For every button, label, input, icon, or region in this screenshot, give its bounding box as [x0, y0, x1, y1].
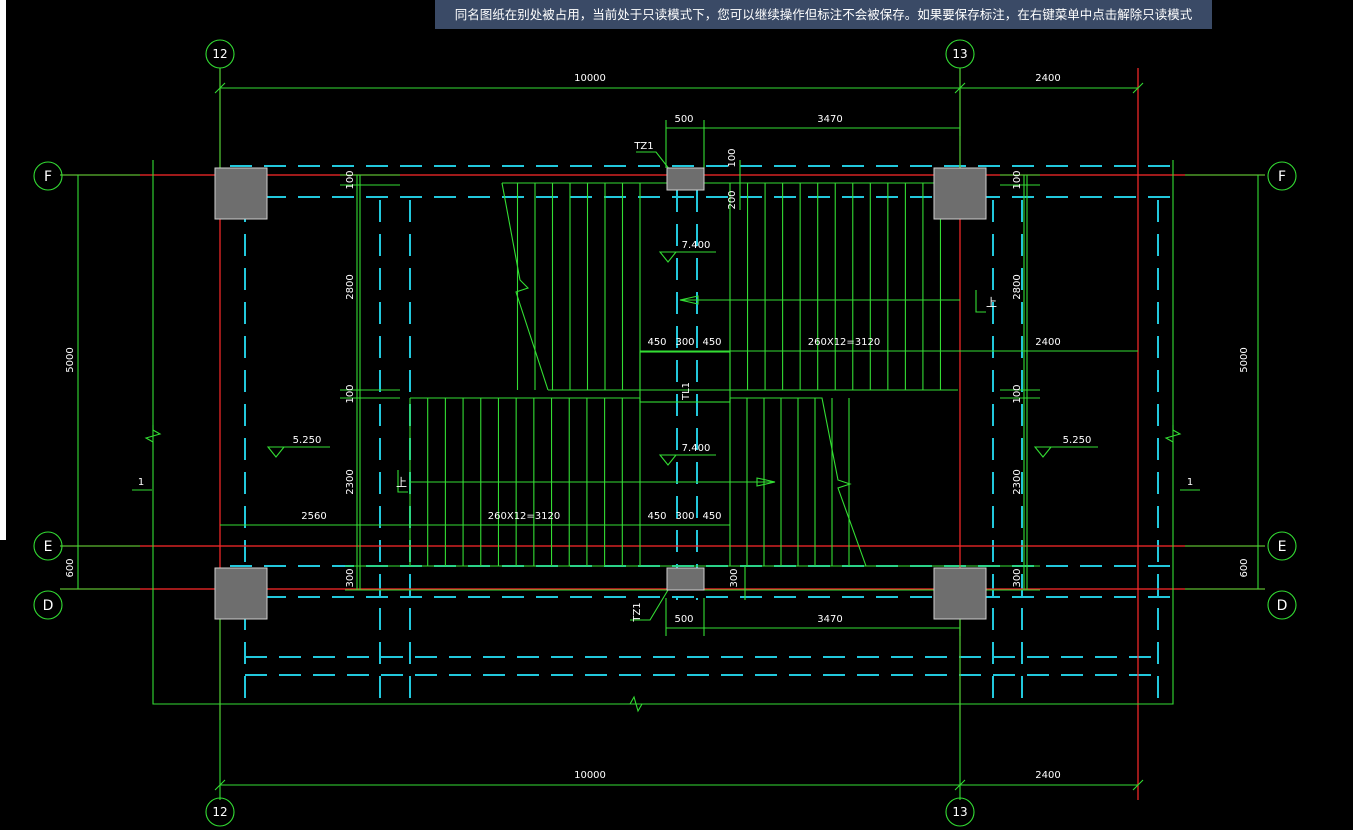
dim-bot-2400: 2400	[1035, 770, 1060, 781]
dim-left-100a: 100	[345, 170, 356, 189]
column-f13[interactable]	[933, 167, 987, 220]
label-up-right: 上	[986, 296, 997, 309]
axis-label-12-bottom: 12	[212, 805, 227, 819]
dim-left-600: 600	[65, 558, 76, 577]
label-section-right: 1	[1187, 477, 1193, 488]
label-tz1-top: TZ1	[633, 141, 653, 152]
dim-mid-200: 200	[727, 190, 738, 209]
dim-top-500: 500	[674, 114, 693, 125]
dim-left-100b: 100	[345, 384, 356, 403]
dim-lower-2560: 2560	[301, 511, 326, 522]
dim-mid-300: 300	[729, 568, 740, 587]
dim-bot-10000: 10000	[574, 770, 606, 781]
axis-label-e-left: E	[44, 539, 53, 555]
dim-right-300: 300	[1012, 568, 1023, 587]
dim-top-2400: 2400	[1035, 73, 1060, 84]
dim-right-100a: 100	[1012, 170, 1023, 189]
label-elev-lower: 7.400	[682, 443, 711, 454]
axis-label-f-left: F	[44, 169, 52, 185]
dim-right-600: 600	[1239, 558, 1250, 577]
axis-label-e-right: E	[1278, 539, 1287, 555]
upper-flight-treads	[516, 183, 942, 390]
readonly-banner[interactable]: 同名图纸在别处被占用，当前处于只读模式下，您可以继续操作但标注不会被保存。如果要…	[435, 0, 1212, 29]
dim-left-300: 300	[345, 568, 356, 587]
axis-label-12-top: 12	[212, 47, 227, 61]
axis-label-13-top: 13	[952, 47, 967, 61]
dim-top-3470: 3470	[817, 114, 842, 125]
label-up-left: 上	[396, 476, 407, 489]
dim-bot-3470: 3470	[817, 614, 842, 625]
label-tz1-bottom: TZ1	[632, 602, 643, 622]
axis-label-13-bottom: 13	[952, 805, 967, 819]
dim-upper-2400: 2400	[1035, 337, 1060, 348]
dim-upper-flight: 260X12=3120	[808, 337, 881, 348]
axis-label-f-right: F	[1278, 169, 1286, 185]
label-section-left: 1	[138, 477, 144, 488]
dim-lower-450b: 450	[702, 511, 721, 522]
label-elev-right: 5.250	[1063, 435, 1092, 446]
column-d13[interactable]	[933, 567, 987, 620]
label-elev-left: 5.250	[293, 435, 322, 446]
column-f12[interactable]	[214, 167, 268, 220]
column-tz1-top[interactable]	[666, 167, 705, 191]
dim-right-2300: 2300	[1012, 469, 1023, 494]
dim-lower-450a: 450	[647, 511, 666, 522]
dim-left-5000: 5000	[65, 347, 76, 372]
axis-label-d-left: D	[43, 598, 54, 614]
lower-flight-treads	[427, 398, 850, 566]
dim-lower-300: 300	[675, 511, 694, 522]
dim-top-10000: 10000	[574, 73, 606, 84]
dim-left-2300: 2300	[345, 469, 356, 494]
label-tl1: TL1	[681, 382, 692, 401]
columns[interactable]	[214, 167, 987, 620]
column-tz1-bottom[interactable]	[666, 567, 705, 591]
dim-right-5000: 5000	[1239, 347, 1250, 372]
dim-left-2800: 2800	[345, 274, 356, 299]
column-d12[interactable]	[214, 567, 268, 620]
dim-upper-450a: 450	[647, 337, 666, 348]
dim-bot-500: 500	[674, 614, 693, 625]
dim-right-2800: 2800	[1012, 274, 1023, 299]
label-elev-upper: 7.400	[682, 240, 711, 251]
dim-upper-450b: 450	[702, 337, 721, 348]
annotations: 12 13 12 13 F E D F E D 10000 2400 10000…	[43, 47, 1288, 819]
dim-lower-flight: 260X12=3120	[488, 511, 561, 522]
dim-right-100b: 100	[1012, 384, 1023, 403]
axis-label-d-right: D	[1277, 598, 1288, 614]
left-window-edge	[0, 0, 6, 540]
dim-upper-300: 300	[675, 337, 694, 348]
stair-geometry	[33, 39, 1297, 827]
dim-mid-100: 100	[727, 148, 738, 167]
